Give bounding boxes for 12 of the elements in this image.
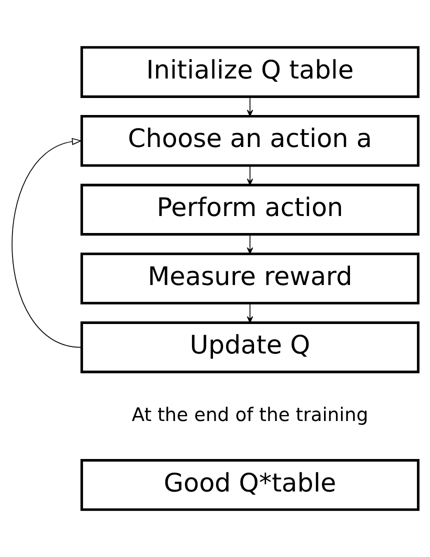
arrow bbox=[12, 138, 82, 348]
arrow bbox=[246, 96, 254, 116]
node-box: Perform action bbox=[80, 184, 420, 236]
arrow bbox=[246, 165, 254, 186]
arrow bbox=[246, 302, 254, 323]
node-box: Choose an action a bbox=[80, 114, 420, 167]
label: At the end of the training bbox=[132, 404, 368, 426]
node-box: Initialize Q table bbox=[80, 46, 420, 98]
arrow bbox=[246, 234, 254, 254]
node-box: Measure reward bbox=[80, 252, 420, 304]
node-box: Update Q bbox=[80, 321, 420, 374]
node-box: Good Q*table bbox=[80, 459, 420, 511]
